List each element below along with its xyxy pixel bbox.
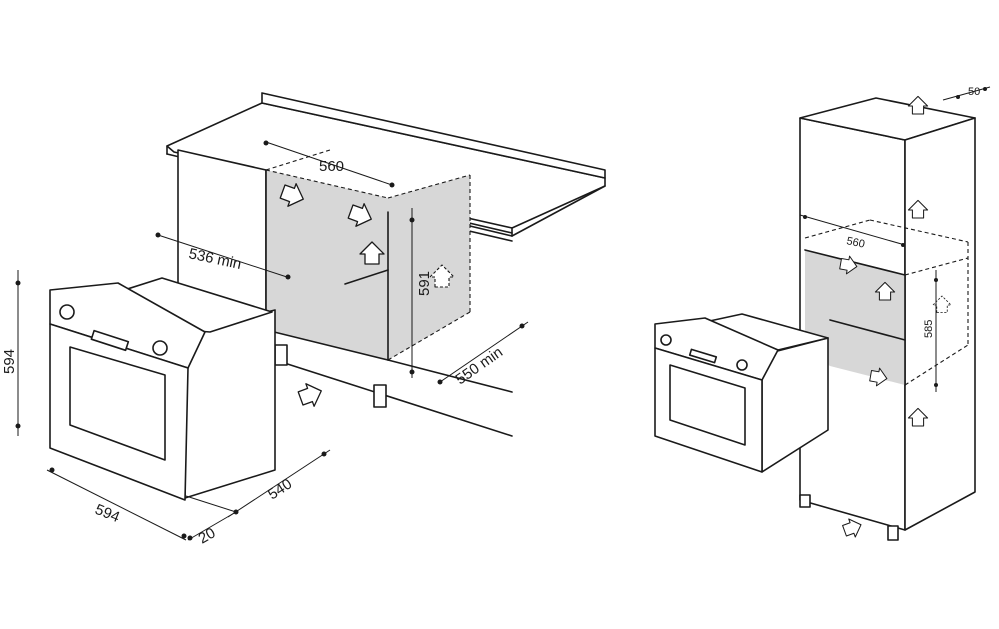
column-oven-window <box>669 364 746 446</box>
oven-window <box>69 346 166 461</box>
oven-knob-right <box>152 340 168 356</box>
dim-oven-height: 594 <box>1 349 18 374</box>
dim-column-niche-width: 560 <box>845 235 865 251</box>
dim-oven-width: 594 <box>93 501 123 526</box>
oven-display <box>90 329 130 352</box>
built-in-oven <box>49 277 276 501</box>
vent-arrow-icon <box>295 378 327 411</box>
oven-knob-left <box>59 304 75 320</box>
dim-rear-depth-min: 550 min <box>453 344 506 389</box>
dimension-lines <box>15 140 529 541</box>
under-counter-installation: 560 536 min 591 550 min 594 594 540 20 <box>1 92 606 547</box>
dim-niche-width: 560 <box>319 158 344 175</box>
column-oven <box>654 313 829 473</box>
column-front <box>904 117 976 531</box>
dim-niche-height: 591 <box>416 271 433 296</box>
dim-oven-depth: 540 <box>265 475 295 503</box>
column-oven-knob-left <box>660 334 672 346</box>
column-oven-display <box>688 348 718 364</box>
vent-arrow-icon <box>840 515 865 541</box>
tall-column-installation: 50 560 585 <box>654 86 991 541</box>
column-dimension-lines <box>799 86 991 392</box>
dim-column-niche-height: 585 <box>923 320 935 338</box>
dim-front-panel: 20 <box>196 524 219 547</box>
column-niche <box>804 219 969 386</box>
column-oven-knob-right <box>736 359 748 371</box>
dim-rear-gap: 50 <box>968 86 980 98</box>
